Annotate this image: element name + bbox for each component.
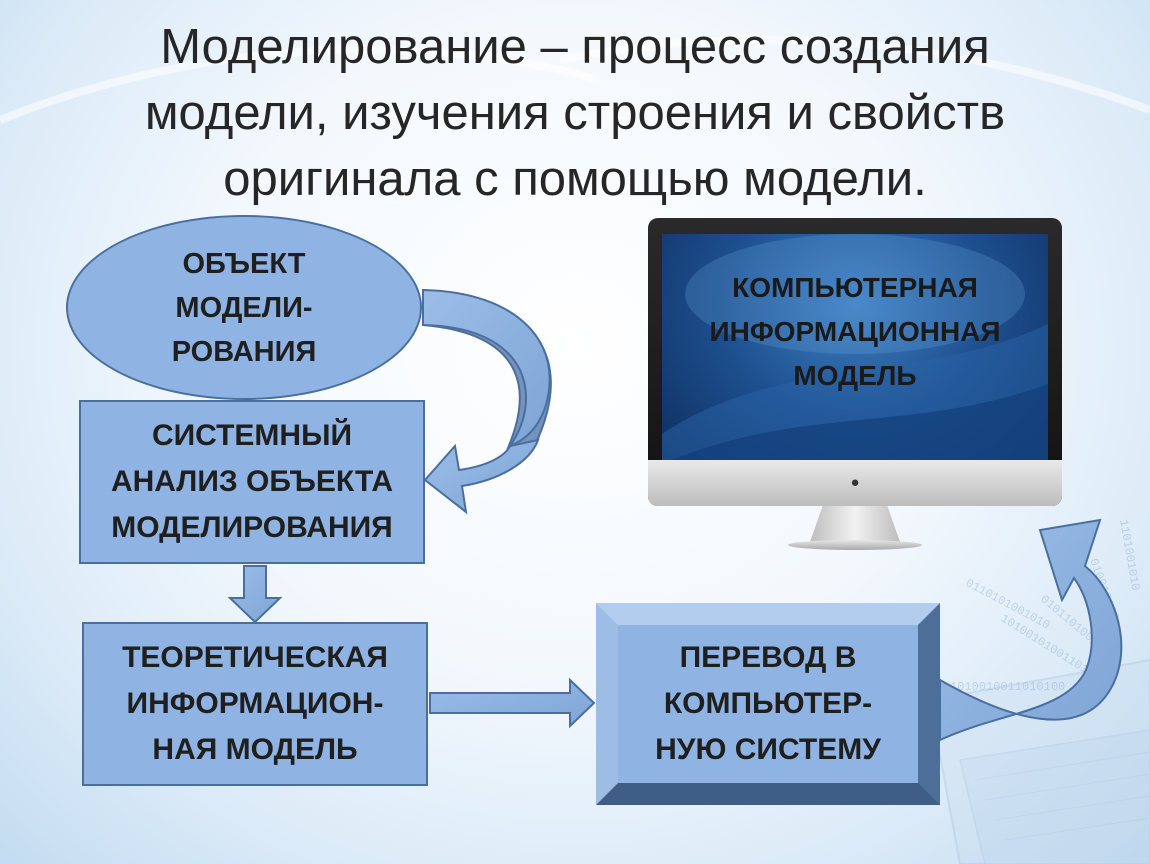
title-line: модели, изучения строения и свойств (144, 86, 1006, 140)
node-label-line: ТЕОРЕТИЧЕСКАЯ (122, 641, 388, 674)
node-label-line: КОМПЬЮТЕР- (663, 687, 873, 720)
screen-wallpaper (662, 234, 1048, 470)
svg-text:1010010011010100: 1010010011010100 (950, 680, 1065, 694)
node-label-line: КОМПЬЮТЕРНАЯ (732, 272, 978, 303)
node-label-line: СИСТЕМНЫЙ (151, 419, 353, 452)
system-analysis-box: СИСТЕМНЫЙ АНАЛИЗ ОБЪЕКТА МОДЕЛИРОВАНИЯ (79, 400, 425, 564)
object-of-modeling-ellipse: ОБЪЕКТ МОДЕЛИ- РОВАНИЯ (66, 215, 422, 400)
node-label-line: ИНФОРМАЦИОННАЯ (709, 316, 1001, 347)
title-line: оригинала с помощью модели. (223, 152, 927, 206)
glow-curves-decor (0, 35, 1150, 124)
node-label-line: РОВАНИЯ (171, 335, 317, 368)
title-line: Моделирование – процесс создания (160, 20, 990, 74)
monitor-base (788, 540, 922, 550)
monitor-screen (662, 234, 1048, 470)
apple-logo-icon: ● (850, 474, 860, 491)
theoretical-model-box: ТЕОРЕТИЧЕСКАЯ ИНФОРМАЦИОН- НАЯ МОДЕЛЬ (82, 622, 428, 786)
svg-text:010010110: 010010110 (1086, 557, 1121, 623)
node-label-line: НУЮ СИСТЕМУ (655, 733, 881, 766)
node-label-line: МОДЕЛЬ (793, 360, 917, 391)
node-label-line: ОБЪЕКТ (182, 247, 306, 280)
computer-model-label: КОМПЬЮТЕРНАЯ ИНФОРМАЦИОННАЯ МОДЕЛЬ (650, 266, 1060, 398)
node-label-line: МОДЕЛИРОВАНИЯ (111, 511, 393, 544)
node-label-line: НАЯ МОДЕЛЬ (152, 733, 358, 766)
monitor-chin (648, 460, 1062, 506)
page-title: Моделирование – процесс создания модели,… (60, 14, 1090, 212)
node-label-line: ИНФОРМАЦИОН- (126, 687, 384, 720)
computer-transfer-box: ПЕРЕВОД В КОМПЬЮТЕР- НУЮ СИСТЕМУ (596, 603, 940, 805)
monitor-stand (810, 506, 900, 542)
node-label-line: ПЕРЕВОД В (679, 641, 857, 674)
desktop-monitor-icon: ● (648, 218, 1062, 558)
node-label-line: АНАЛИЗ ОБЪЕКТА (110, 465, 394, 498)
svg-text:1101001010: 1101001010 (1116, 518, 1142, 591)
node-label-line: МОДЕЛИ- (175, 291, 313, 324)
